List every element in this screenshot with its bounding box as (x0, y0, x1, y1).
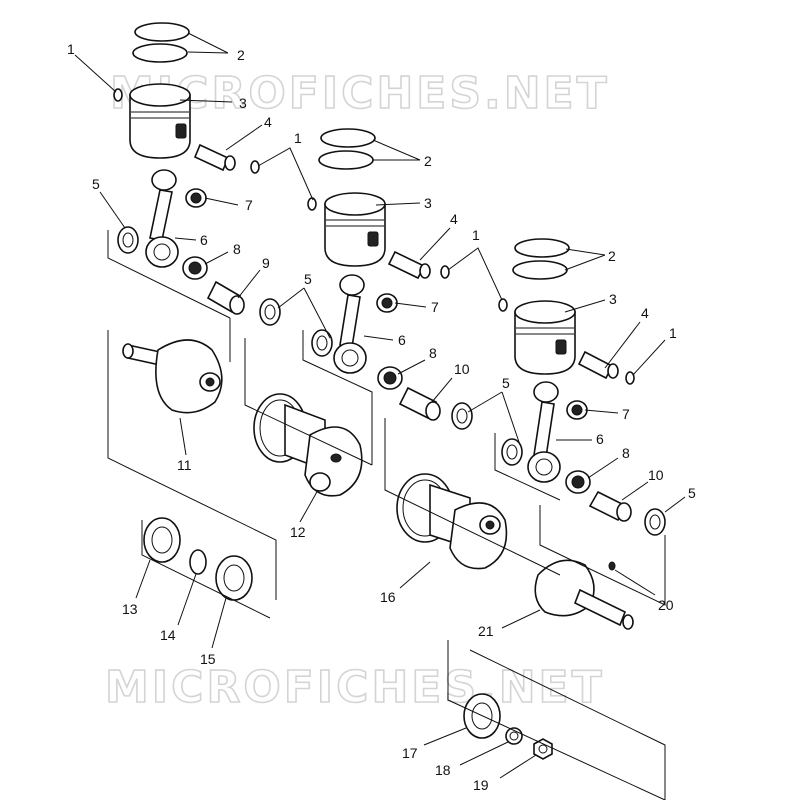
piston-middle (324, 192, 386, 267)
callout-16: 16 (380, 589, 396, 605)
connecting-rod-left (145, 169, 179, 268)
callout-7: 7 (622, 406, 630, 422)
needle-bearing-right-small (566, 400, 588, 420)
snap-ring-14 (189, 549, 207, 575)
crank-section-11 (122, 339, 223, 414)
main-bearing-15 (215, 555, 253, 601)
watermark-bottom: MICROFICHES.NET (105, 662, 605, 713)
needle-bearing-left-large (182, 256, 208, 280)
callout-8: 8 (622, 445, 630, 461)
seal-right-5d (644, 508, 666, 536)
needle-bearing-right-large (565, 470, 591, 494)
callout-4: 4 (264, 114, 272, 130)
seal-right (501, 438, 523, 466)
callout-4: 4 (450, 211, 458, 227)
callout-19: 19 (473, 777, 489, 793)
callout-5: 5 (688, 485, 696, 501)
spacer-9 (206, 280, 245, 315)
callout-6: 6 (200, 232, 208, 248)
piston-rings-middle (318, 128, 376, 170)
circlip-right-1 (498, 298, 508, 312)
main-bearing-13 (143, 517, 181, 563)
needle-bearing-left-small (185, 188, 207, 208)
callout-5: 5 (502, 375, 510, 391)
callout-1: 1 (472, 227, 480, 243)
spacer-10-right (588, 490, 632, 522)
callout-10: 10 (454, 361, 470, 377)
callout-2: 2 (424, 153, 432, 169)
callout-21: 21 (478, 623, 494, 639)
callout-3: 3 (424, 195, 432, 211)
callout-15: 15 (200, 651, 216, 667)
piston-right (514, 300, 576, 375)
callout-6: 6 (398, 332, 406, 348)
callout-7: 7 (245, 197, 253, 213)
seal-left-5b (259, 298, 281, 326)
seal-middle-5b (451, 402, 473, 430)
piston-pin-right (577, 350, 619, 380)
circlip-left-2 (250, 160, 260, 174)
callout-labels: 1 2 3 4 1 5 7 6 8 9 2 3 4 1 5 7 6 8 10 2… (67, 41, 696, 793)
callout-3: 3 (609, 291, 617, 307)
callout-5: 5 (92, 176, 100, 192)
crank-section-16 (396, 473, 508, 570)
circlip-middle-2 (440, 265, 450, 279)
callout-1: 1 (294, 130, 302, 146)
needle-bearing-middle-large (377, 366, 403, 390)
callout-17: 17 (402, 745, 418, 761)
circlip-middle-1 (307, 197, 317, 211)
callout-3: 3 (239, 95, 247, 111)
watermark-top: MICROFICHES.NET (110, 68, 610, 119)
callout-11: 11 (177, 457, 192, 473)
callout-20: 20 (658, 597, 674, 613)
callout-5: 5 (304, 271, 312, 287)
callout-8: 8 (429, 345, 437, 361)
callout-14: 14 (160, 627, 176, 643)
circlip-right-2 (625, 371, 635, 385)
spacer-10-middle (398, 386, 441, 421)
crank-section-21 (534, 559, 634, 630)
callout-7: 7 (431, 299, 439, 315)
callout-4: 4 (641, 305, 649, 321)
leader-lines (74, 32, 686, 779)
callout-1: 1 (669, 325, 677, 341)
piston-rings-right (512, 238, 570, 280)
callout-2: 2 (237, 47, 245, 63)
callout-18: 18 (435, 762, 451, 778)
seal-middle (311, 329, 333, 357)
callout-10: 10 (648, 467, 664, 483)
piston-pin-middle (387, 250, 431, 280)
connecting-rod-middle (333, 274, 367, 374)
callout-9: 9 (262, 255, 270, 271)
callout-6: 6 (596, 431, 604, 447)
needle-bearing-middle-small (376, 293, 398, 313)
connecting-rod-right (527, 381, 561, 483)
crank-section-12 (253, 393, 363, 497)
callout-12: 12 (290, 524, 306, 540)
callout-1: 1 (67, 41, 75, 57)
group-outlines (107, 230, 666, 800)
piston-left (129, 83, 191, 159)
piston-rings-left (132, 22, 190, 63)
callout-8: 8 (233, 241, 241, 257)
callout-13: 13 (122, 601, 138, 617)
seal-washer-left (117, 226, 139, 254)
piston-pin-left (193, 143, 236, 172)
callout-2: 2 (608, 248, 616, 264)
nut-19 (533, 738, 553, 760)
